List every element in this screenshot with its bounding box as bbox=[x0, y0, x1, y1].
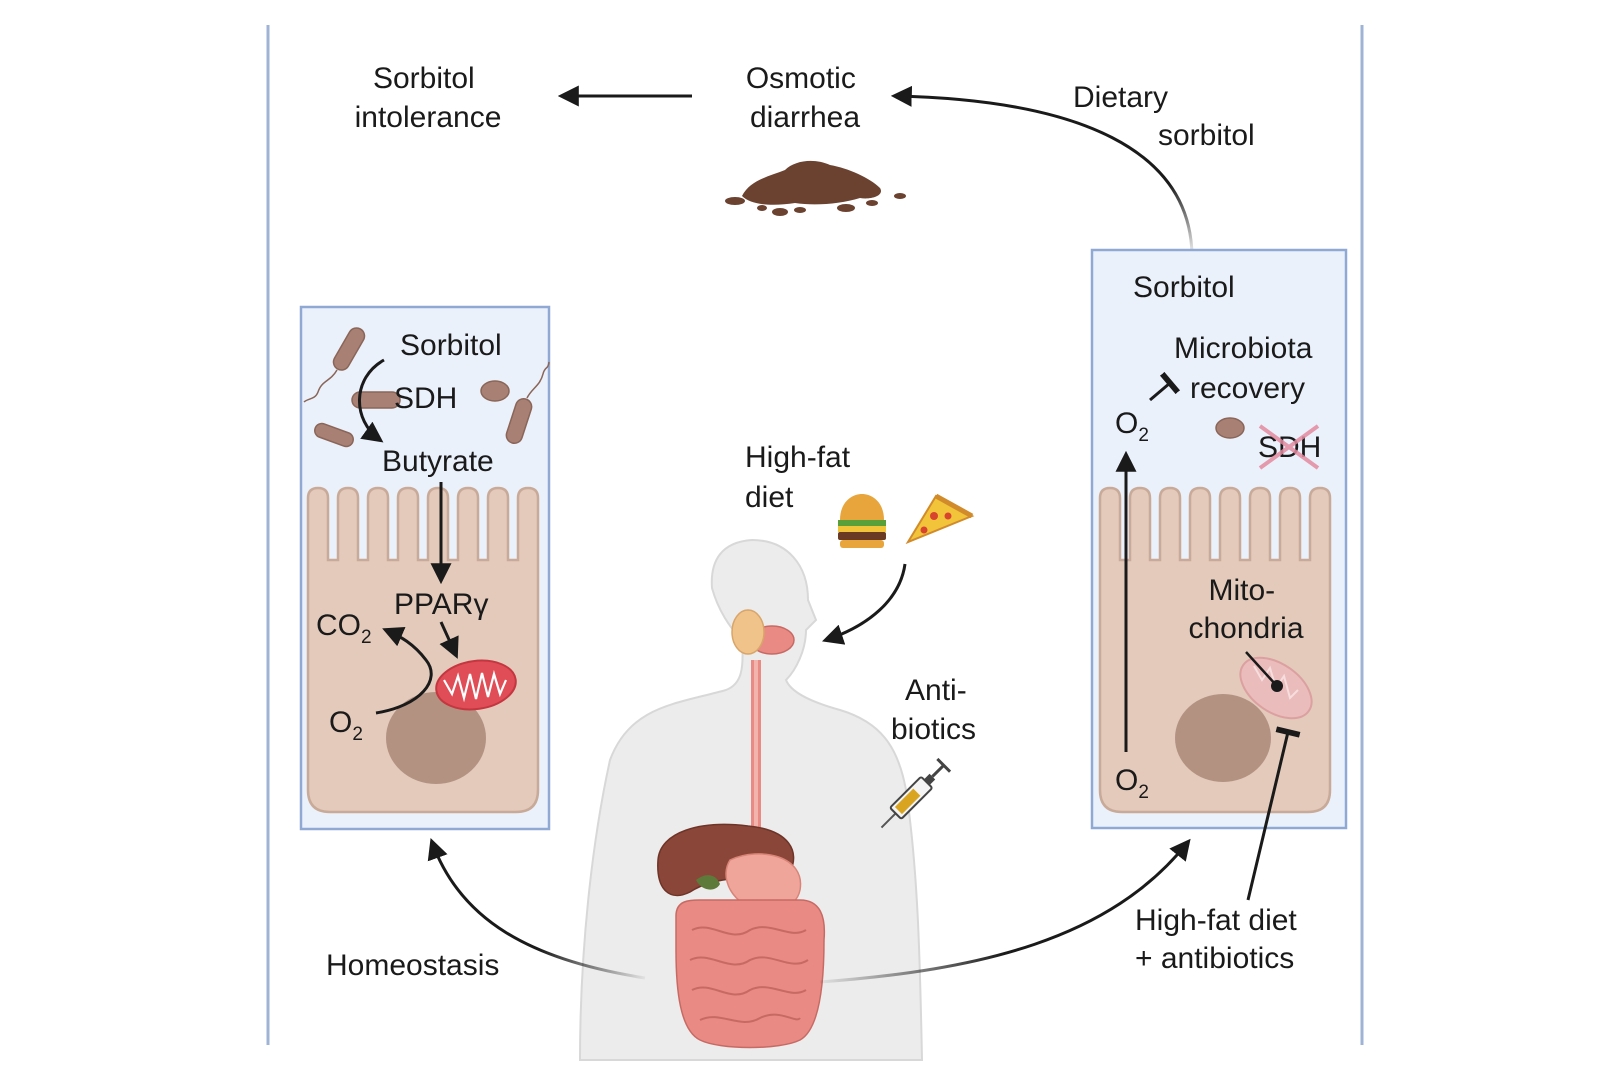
arrow-to-hfd-antibiotics bbox=[819, 838, 1191, 984]
arrow-diet-to-mouth bbox=[822, 563, 907, 645]
homeostasis-label: Homeostasis bbox=[326, 949, 499, 982]
left-mitochondrion-icon bbox=[435, 659, 517, 711]
right-o2-top-label: O2 bbox=[1115, 407, 1149, 446]
hfd-antibiotics-label: High-fat diet + antibiotics bbox=[1135, 904, 1305, 975]
arrow-o2-to-co2 bbox=[375, 626, 433, 715]
left-butyrate-label: Butyrate bbox=[382, 445, 494, 478]
left-co2-label: CO2 bbox=[316, 609, 372, 648]
dietary-sorbitol-label: Dietary sorbitol bbox=[1073, 81, 1255, 152]
right-bacterium-icon bbox=[1215, 417, 1245, 439]
arrow-sorbitol-to-diarrhea bbox=[890, 85, 1194, 256]
antibiotics-label: Anti- biotics bbox=[891, 674, 976, 746]
high-fat-diet-label: High-fat diet bbox=[745, 441, 858, 514]
microbiota-recovery-label: Microbiota recovery bbox=[1174, 332, 1321, 405]
stool-icon bbox=[725, 160, 906, 216]
left-sorbitol-label: Sorbitol bbox=[400, 329, 502, 362]
syringe-icon bbox=[880, 757, 952, 829]
sorbitol-intolerance-label: Sorbitol intolerance bbox=[355, 62, 502, 134]
right-sorbitol-label: Sorbitol bbox=[1133, 271, 1235, 304]
left-pparg-label: PPARγ bbox=[394, 588, 488, 621]
left-o2-label: O2 bbox=[329, 706, 363, 745]
right-nucleus bbox=[1175, 694, 1271, 782]
mitochondria-label: Mito- chondria bbox=[1188, 574, 1303, 645]
inhibit-o2-to-microbiota bbox=[1149, 383, 1170, 402]
osmotic-diarrhea-label: Osmotic diarrhea bbox=[746, 62, 864, 134]
human-body-icon bbox=[578, 538, 924, 1061]
arrow-pparg-to-mito bbox=[439, 621, 459, 659]
sdh-cross-icon bbox=[1258, 424, 1320, 470]
left-sdh-label: SDH bbox=[394, 382, 457, 415]
arrow-sorbitol-to-butyrate bbox=[358, 358, 385, 443]
pizza-icon bbox=[905, 493, 975, 545]
burger-icon bbox=[838, 494, 886, 548]
right-o2-bottom-label: O2 bbox=[1115, 764, 1149, 803]
left-nucleus bbox=[386, 692, 486, 784]
arrow-to-homeostasis bbox=[427, 838, 646, 980]
mito-pointer-line bbox=[1245, 651, 1277, 686]
left-bacteria-icon bbox=[303, 327, 550, 448]
inhibit-hfd-to-mito bbox=[1246, 732, 1288, 901]
mito-pointer-dot bbox=[1271, 680, 1283, 692]
right-epithelial-cell bbox=[1098, 486, 1332, 814]
